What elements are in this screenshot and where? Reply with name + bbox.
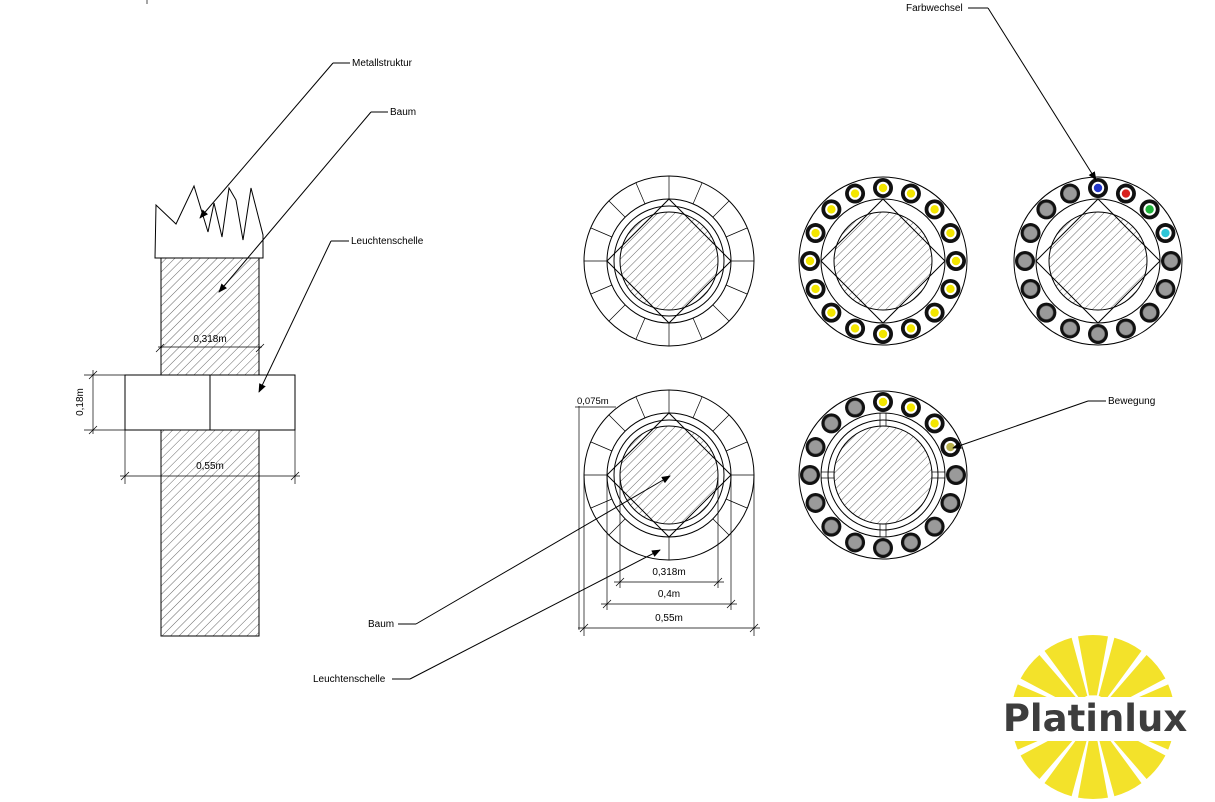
dim-label-top-inner: 0,4m [658,589,680,600]
plan-view-dimensioned [583,389,755,561]
label-metallstruktur: Metallstruktur [352,58,413,69]
led [821,199,842,220]
led [845,532,866,553]
led [821,302,842,323]
led [940,278,961,299]
sun-ray [1044,734,1088,797]
leader-leuchtenschelle-top: Leuchtenschelle [313,549,661,685]
led [805,437,826,458]
led [940,437,961,458]
sun-ray [1098,734,1142,797]
plan-dimensions: 0,318m 0,4m 0,55m 0,075m [575,396,760,636]
led [1060,183,1081,204]
dim-side-clamp-height: 0,18m [75,370,125,435]
sun-ray [1107,655,1166,707]
led [900,397,921,418]
led [873,538,893,558]
dim-label-top-ring: 0,075m [577,396,609,407]
leader-metallstruktur: Metallstruktur [199,58,413,219]
dim-label-top-outer: 0,55m [655,613,683,624]
sun-ray [1078,738,1108,799]
leader-bewegung: Bewegung [952,396,1155,449]
led [873,178,893,198]
label-bewegung: Bewegung [1108,396,1155,407]
dim-side-clamp-width: 0,55m [120,430,300,484]
label-baum-top: Baum [368,619,394,630]
dim-label-top-trunk: 0,318m [652,567,685,578]
led [900,183,921,204]
led [1015,251,1035,271]
led [1036,302,1057,323]
led [845,318,866,339]
plan-view-led-colorchange [1013,176,1183,346]
led [821,516,842,537]
dim-label-side-trunk: 0,318m [193,334,226,345]
led [900,318,921,339]
led [1088,178,1108,198]
led [873,392,893,412]
led [924,302,945,323]
led [924,516,945,537]
led [946,465,966,485]
led [1139,302,1160,323]
label-leuchtenschelle-top: Leuchtenschelle [313,674,386,685]
led [800,465,820,485]
led [940,492,961,513]
label-farbwechsel: Farbwechsel [906,3,963,14]
leader-baum-side: Baum [218,107,416,293]
led [924,413,945,434]
led [1161,251,1181,271]
sun-ray [1078,635,1108,696]
dim-side-trunk: 0,318m [155,334,265,353]
led [1036,199,1057,220]
sun-ray [1098,637,1142,700]
led [805,492,826,513]
led [940,223,961,244]
brand-logo: Platinlux [990,628,1200,802]
label-baum-side: Baum [390,107,416,118]
led [1088,324,1108,344]
dim-label-side-clamp-height: 0,18m [75,388,86,416]
led [805,223,826,244]
sun-ray [1020,655,1079,707]
led [1115,183,1136,204]
plan-view-led-motion [798,390,968,560]
plan-view-led-yellow [798,176,968,346]
led [845,183,866,204]
dim-label-side-clamp-width: 0,55m [196,461,224,472]
led [924,199,945,220]
leader-baum-top: Baum [368,475,671,630]
side-view: 0,318m 0,18m 0,55m Metallstruktur [75,58,424,637]
label-leuchtenschelle-side: Leuchtenschelle [351,236,424,247]
led [1115,318,1136,339]
led [845,397,866,418]
brand-name: Platinlux [1003,697,1188,740]
led [1060,318,1081,339]
led [1155,223,1176,244]
led [1020,278,1041,299]
led [1155,278,1176,299]
metal-crown [154,184,264,259]
led [800,251,820,271]
led [900,532,921,553]
leader-leuchtenschelle-side: Leuchtenschelle [258,236,424,393]
led [873,324,893,344]
led [1139,199,1160,220]
leader-farbwechsel: Farbwechsel [906,3,1097,181]
plan-view-clamp [583,175,755,347]
led [1020,223,1041,244]
led [946,251,966,271]
sun-ray [1044,637,1088,700]
trunk-side [160,257,260,637]
led [821,413,842,434]
led [805,278,826,299]
